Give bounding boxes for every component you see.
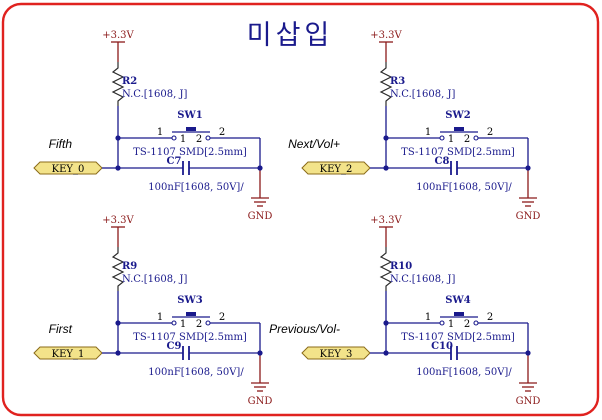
ground-label: GND <box>248 396 273 407</box>
resistor-ref: R9 <box>122 261 137 272</box>
switch-pin1-label: 1 <box>157 127 163 138</box>
ground-label: GND <box>516 396 541 407</box>
junction-dot <box>383 320 389 326</box>
capacitor-ref: C10 <box>431 341 453 352</box>
switch-pin2-inner: 2 <box>196 319 202 330</box>
resistor-ref: R2 <box>122 76 137 87</box>
switch-pin1-label: 1 <box>425 312 431 323</box>
power-label: +3.3V <box>102 215 134 226</box>
switch-contact-left <box>171 320 177 326</box>
resistor-value: N.C.[1608, J] <box>122 274 187 285</box>
switch-pin1-inner: 1 <box>180 319 186 330</box>
ground-label: GND <box>248 211 273 222</box>
switch-button <box>186 312 196 316</box>
switch-ref: SW4 <box>445 295 470 306</box>
resistor-symbol <box>379 247 393 291</box>
resistor-value: N.C.[1608, J] <box>390 89 455 100</box>
switch-button <box>186 127 196 131</box>
switch-pin1-label: 1 <box>425 127 431 138</box>
switch-pin2-inner: 2 <box>464 319 470 330</box>
net-label: KEY_0 <box>52 164 85 175</box>
switch-pin1-inner: 1 <box>180 134 186 145</box>
junction-dot <box>525 350 531 356</box>
junction-dot <box>525 165 531 171</box>
resistor-value: N.C.[1608, J] <box>122 89 187 100</box>
switch-part: TS-1107 SMD[2.5mm] <box>133 147 247 158</box>
switch-pin2-inner: 2 <box>464 134 470 145</box>
switch-part: TS-1107 SMD[2.5mm] <box>133 332 247 343</box>
resistor-value: N.C.[1608, J] <box>390 274 455 285</box>
switch-pin1-inner: 1 <box>448 134 454 145</box>
power-label: +3.3V <box>370 215 402 226</box>
switch-ref: SW1 <box>177 110 202 121</box>
switch-part: TS-1107 SMD[2.5mm] <box>401 147 515 158</box>
resistor-ref: R10 <box>390 261 412 272</box>
switch-pin2-label: 2 <box>219 312 225 323</box>
junction-dot <box>383 135 389 141</box>
switch-contact-right <box>473 320 479 326</box>
function-label: First <box>49 322 73 336</box>
switch-pin2-inner: 2 <box>196 134 202 145</box>
capacitor-ref: C9 <box>167 341 182 352</box>
junction-dot <box>115 320 121 326</box>
switch-pin2-label: 2 <box>487 127 493 138</box>
schematic-title: 미삽입 <box>247 20 334 50</box>
switch-pin2-label: 2 <box>219 127 225 138</box>
resistor-symbol <box>111 247 125 291</box>
junction-dot <box>257 350 263 356</box>
switch-contact-left <box>439 320 445 326</box>
resistor-symbol <box>111 62 125 106</box>
switch-contact-right <box>205 320 211 326</box>
capacitor-ref: C7 <box>167 156 182 167</box>
switch-contact-left <box>171 135 177 141</box>
switch-contact-right <box>205 135 211 141</box>
junction-dot <box>115 135 121 141</box>
capacitor-ref: C8 <box>435 156 450 167</box>
ground-label: GND <box>516 211 541 222</box>
capacitor-value: 100nF[1608, 50V]/ <box>148 367 244 378</box>
switch-pin1-label: 1 <box>157 312 163 323</box>
net-label: KEY_2 <box>320 164 353 175</box>
capacitor-value: 100nF[1608, 50V]/ <box>416 367 512 378</box>
net-label: KEY_3 <box>320 349 353 360</box>
power-label: +3.3V <box>102 30 134 41</box>
switch-contact-right <box>473 135 479 141</box>
switch-contact-left <box>439 135 445 141</box>
power-label: +3.3V <box>370 30 402 41</box>
switch-part: TS-1107 SMD[2.5mm] <box>401 332 515 343</box>
capacitor-value: 100nF[1608, 50V]/ <box>148 182 244 193</box>
function-label: Previous/Vol- <box>269 322 340 336</box>
switch-button <box>454 312 464 316</box>
resistor-symbol <box>379 62 393 106</box>
capacitor-value: 100nF[1608, 50V]/ <box>416 182 512 193</box>
switch-button <box>454 127 464 131</box>
junction-dot <box>257 165 263 171</box>
switch-pin1-inner: 1 <box>448 319 454 330</box>
switch-pin2-label: 2 <box>487 312 493 323</box>
switch-ref: SW3 <box>177 295 202 306</box>
resistor-ref: R3 <box>390 76 405 87</box>
net-label: KEY_1 <box>52 349 85 360</box>
function-label: Next/Vol+ <box>288 137 340 151</box>
function-label: Fifth <box>49 137 73 151</box>
switch-ref: SW2 <box>445 110 470 121</box>
